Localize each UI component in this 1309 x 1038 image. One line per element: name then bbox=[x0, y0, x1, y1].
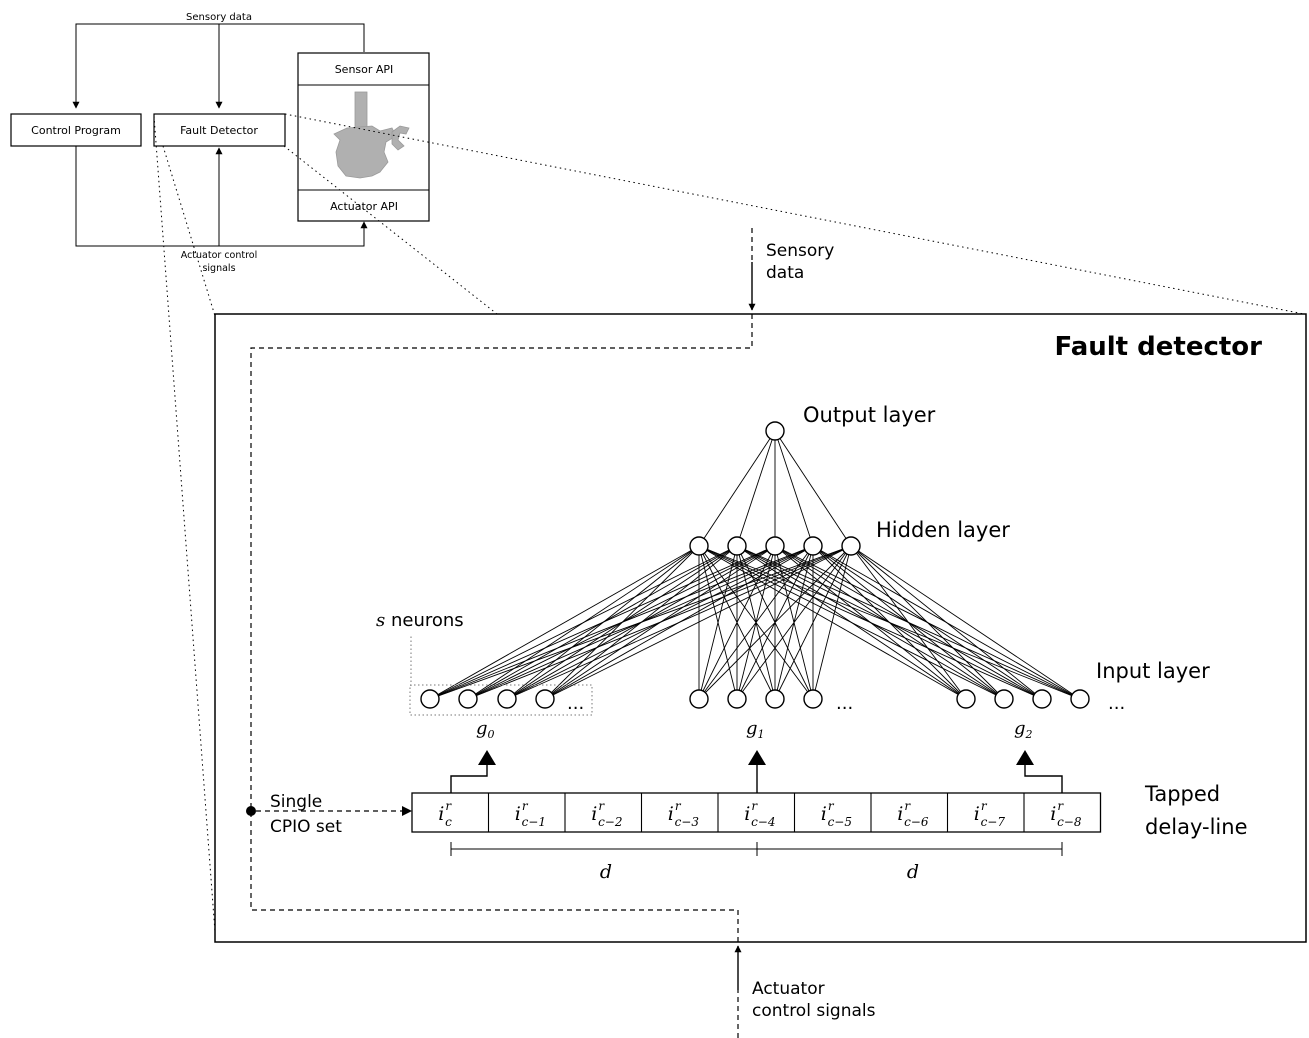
tap-arrowhead-g0 bbox=[478, 750, 496, 765]
zoom-line-4 bbox=[285, 114, 1304, 314]
connection-input-hidden bbox=[851, 546, 966, 699]
actuator-signals-label-2: signals bbox=[202, 263, 235, 274]
s-neurons-label: s neurons bbox=[376, 610, 464, 631]
sensor-api-label: Sensor API bbox=[335, 63, 394, 76]
tap-arrowhead-g2 bbox=[1016, 750, 1034, 765]
input-neuron bbox=[804, 690, 822, 708]
hidden-neuron bbox=[842, 537, 860, 555]
sensory-data-label: Sensory data bbox=[186, 12, 252, 23]
connection-input-hidden bbox=[430, 546, 851, 699]
tapped-label-2: delay-line bbox=[1145, 815, 1248, 839]
single-cpio-label-1: Single bbox=[270, 792, 322, 812]
connection-input-hidden bbox=[813, 546, 851, 699]
network-connections bbox=[430, 431, 1080, 699]
hidden-layer-label: Hidden layer bbox=[876, 518, 1010, 542]
hidden-neuron bbox=[766, 537, 784, 555]
tap-line-g0 bbox=[451, 764, 487, 793]
cpio-arrowhead bbox=[402, 806, 412, 816]
fault-detector-zoom: Fault detector Sensory data Actuator con… bbox=[215, 228, 1306, 1038]
actuator-signals-label-1: Actuator control bbox=[181, 250, 258, 261]
input-neuron bbox=[1033, 690, 1051, 708]
connection-input-hidden bbox=[851, 546, 1004, 699]
distance-brackets: d d bbox=[451, 842, 1062, 883]
input-neuron bbox=[995, 690, 1013, 708]
connection-input-hidden bbox=[545, 546, 851, 699]
tap-line-g2 bbox=[1025, 764, 1062, 793]
sensory-in-label-2: data bbox=[766, 263, 804, 283]
actuator-api-label: Actuator API bbox=[330, 200, 398, 213]
input-neuron bbox=[536, 690, 554, 708]
input-neuron bbox=[690, 690, 708, 708]
distance-label-2: d bbox=[907, 861, 919, 883]
hidden-neuron bbox=[804, 537, 822, 555]
distance-label-1: d bbox=[600, 861, 612, 883]
fault-detector-small-label: Fault Detector bbox=[180, 124, 258, 137]
connection-input-hidden bbox=[813, 546, 966, 699]
cpio-junction-dot bbox=[246, 806, 256, 816]
group-label-g1: g1 bbox=[746, 718, 765, 741]
tapped-label-1: Tapped bbox=[1144, 782, 1220, 806]
input-neuron bbox=[421, 690, 439, 708]
input-layer-label: Input layer bbox=[1096, 659, 1210, 683]
input-neuron bbox=[498, 690, 516, 708]
group-label-g0: g0 bbox=[476, 718, 495, 741]
connection-input-hidden bbox=[430, 546, 737, 699]
control-program-label: Control Program bbox=[31, 124, 121, 137]
tap-arrowhead-g1 bbox=[748, 750, 766, 765]
group-label-g2: g2 bbox=[1014, 718, 1033, 741]
connection-input-hidden bbox=[699, 546, 966, 699]
connection-input-hidden bbox=[430, 546, 775, 699]
neurons bbox=[421, 422, 1089, 708]
connection-input-hidden bbox=[851, 546, 1042, 699]
connection-input-hidden bbox=[507, 546, 851, 699]
connection-hidden-output bbox=[699, 431, 775, 546]
actuator-in-label-2: control signals bbox=[752, 1001, 876, 1021]
connection-input-hidden bbox=[737, 546, 966, 699]
input-neuron bbox=[459, 690, 477, 708]
input-neuron bbox=[957, 690, 975, 708]
ellipsis-g1: ... bbox=[836, 693, 853, 714]
output-layer-label: Output layer bbox=[803, 403, 936, 427]
hidden-neuron bbox=[690, 537, 708, 555]
single-cpio-label-2: CPIO set bbox=[270, 817, 342, 837]
connection-hidden-output bbox=[775, 431, 851, 546]
zoom-line-1 bbox=[154, 116, 215, 932]
cpio-routing-dashed bbox=[251, 314, 752, 942]
hidden-neuron bbox=[728, 537, 746, 555]
zoom-line-2 bbox=[163, 146, 215, 316]
ellipsis-g0: ... bbox=[567, 693, 584, 714]
connection-hidden-output bbox=[775, 431, 813, 546]
ellipsis-g2: ... bbox=[1108, 693, 1125, 714]
fault-detector-title: Fault detector bbox=[1054, 332, 1262, 362]
output-neuron bbox=[766, 422, 784, 440]
input-neuron bbox=[728, 690, 746, 708]
input-neuron bbox=[766, 690, 784, 708]
connection-input-hidden bbox=[775, 546, 966, 699]
actuator-in-label-1: Actuator bbox=[752, 979, 825, 999]
connection-hidden-output bbox=[737, 431, 775, 546]
input-neuron bbox=[1071, 690, 1089, 708]
connection-input-hidden bbox=[851, 546, 1080, 699]
sensory-in-label-1: Sensory bbox=[766, 241, 834, 261]
